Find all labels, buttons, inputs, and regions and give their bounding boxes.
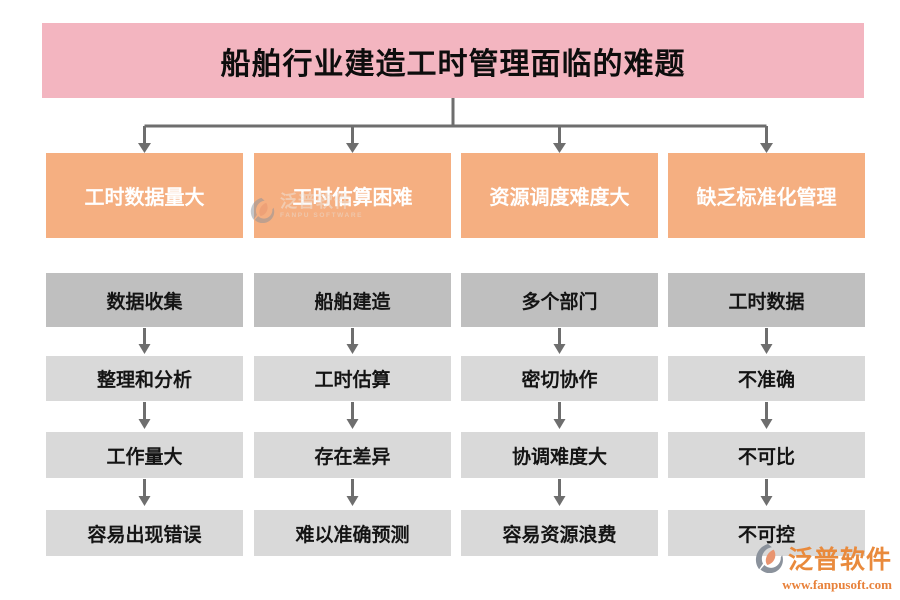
step-box: 存在差异 — [254, 432, 451, 478]
category-label: 缺乏标准化管理 — [696, 187, 837, 209]
step-box: 难以准确预测 — [254, 510, 451, 556]
step-box: 协调难度大 — [461, 432, 658, 478]
step-label: 工时数据 — [728, 291, 805, 313]
step-label: 工作量大 — [106, 446, 183, 468]
step-box: 工时数据 — [668, 273, 865, 327]
step-box: 容易出现错误 — [46, 510, 243, 556]
fanpu-logo-icon — [755, 543, 783, 573]
step-label: 容易资源浪费 — [502, 524, 617, 546]
brand-name: 泛普软件 — [787, 546, 892, 574]
step-box: 容易资源浪费 — [461, 510, 658, 556]
category-box: 工时估算困难 — [254, 153, 451, 238]
step-label: 协调难度大 — [511, 446, 607, 468]
category-label: 工时估算困难 — [292, 187, 413, 209]
step-label: 密切协作 — [521, 370, 598, 391]
category-box: 工时数据量大 — [46, 153, 243, 238]
category-box: 缺乏标准化管理 — [668, 153, 865, 238]
page-title: 船舶行业建造工时管理面临的难题 — [220, 47, 686, 81]
step-label: 不可比 — [737, 446, 795, 468]
step-label: 整理和分析 — [96, 370, 192, 391]
step-label: 难以准确预测 — [295, 524, 410, 546]
step-box: 工时估算 — [254, 356, 451, 401]
step-box: 不准确 — [668, 356, 865, 401]
category-label: 资源调度难度大 — [489, 187, 630, 209]
step-box: 工作量大 — [46, 432, 243, 478]
step-box: 多个部门 — [461, 273, 658, 327]
category-label: 工时数据量大 — [84, 187, 205, 209]
title-banner: 船舶行业建造工时管理面临的难题 — [42, 23, 864, 98]
step-box: 船舶建造 — [254, 273, 451, 327]
step-box: 整理和分析 — [46, 356, 243, 401]
step-box: 数据收集 — [46, 273, 243, 327]
category-box: 资源调度难度大 — [461, 153, 658, 238]
step-label: 工时估算 — [314, 370, 391, 391]
step-label: 容易出现错误 — [87, 524, 202, 546]
brand-logo: 泛普软件 www.fanpusoft.com — [755, 540, 892, 593]
brand-website: www.fanpusoft.com — [782, 577, 892, 592]
step-label: 不可控 — [737, 524, 795, 546]
step-label: 数据收集 — [106, 291, 183, 313]
step-label: 不准确 — [737, 370, 795, 391]
step-label: 船舶建造 — [314, 291, 391, 313]
step-label: 存在差异 — [314, 446, 391, 468]
step-box: 不可比 — [668, 432, 865, 478]
step-box: 密切协作 — [461, 356, 658, 401]
step-label: 多个部门 — [521, 291, 598, 313]
